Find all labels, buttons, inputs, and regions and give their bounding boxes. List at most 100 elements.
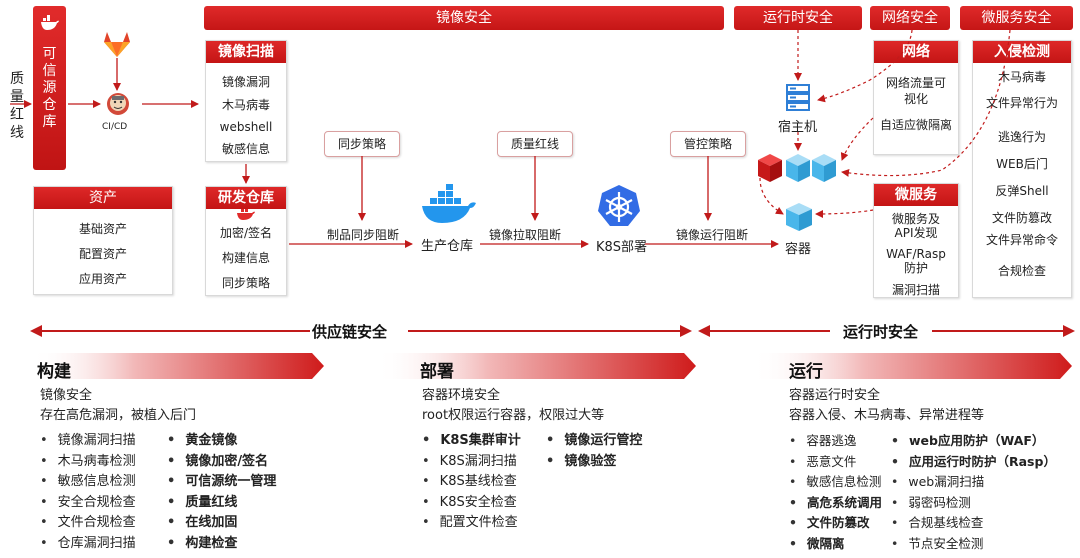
- intrusion-item: 文件异常行为: [985, 96, 1058, 110]
- dashed-network-to-cubes: [840, 117, 874, 161]
- stage-line2: 容器入侵、木马病毒、异常进程等: [789, 408, 985, 423]
- section-image-security: 镜像安全: [204, 6, 724, 30]
- cicd-label: CI/CD: [102, 122, 128, 132]
- list-item: 质量红线: [167, 493, 276, 514]
- host-label: 宿主机: [778, 120, 818, 135]
- list-item: 合规基线检查: [891, 513, 1056, 534]
- list-item: 容器逃逸: [789, 431, 882, 452]
- list-item: web应用防护（WAF）: [891, 431, 1056, 452]
- image-scan-item: 木马病毒: [221, 98, 270, 112]
- list-item: K8S安全检查: [422, 493, 521, 514]
- intrusion-title: 入侵检测: [973, 41, 1071, 63]
- stage-list: 镜像运行管控 镜像验签: [546, 431, 642, 472]
- list-item: 配置文件检查: [422, 513, 521, 534]
- intrusion-panel: 入侵检测 木马病毒 文件异常行为 逃逸行为 WEB后门 反弹Shell 文件防篡…: [972, 40, 1072, 298]
- dev-repo-panel: 研发仓库 加密/签名 构建信息 同步策略: [205, 186, 287, 296]
- network-title: 网络: [874, 41, 958, 63]
- intrusion-item: 合规检查: [997, 264, 1046, 278]
- list-item: 黄金镜像: [167, 431, 276, 452]
- stage-line2: root权限运行容器，权限过大等: [422, 408, 605, 423]
- stage-list: web应用防护（WAF） 应用运行时防护（Rasp） web漏洞扫描 弱密码检测…: [891, 431, 1056, 554]
- list-item: K8S漏洞扫描: [422, 452, 521, 473]
- container-icon: [785, 202, 813, 232]
- stage-line1: 容器运行时安全: [789, 388, 881, 403]
- assets-panel: 资产 基础资产 配置资产 应用资产: [33, 186, 173, 295]
- stage-bars: [32, 353, 1072, 379]
- trusted-repo-label: 可信源仓库: [42, 46, 57, 130]
- microservice-item: WAF/Rasp防护: [886, 247, 946, 275]
- list-item: 镜像运行管控: [546, 431, 642, 452]
- network-item: 自适应微隔离: [879, 118, 952, 132]
- microservice-item: 漏洞扫描: [891, 283, 940, 297]
- network-item: 网络流量可视化: [886, 76, 947, 106]
- microservice-item: 微服务及API发现: [891, 212, 940, 240]
- stage-title: 部署: [420, 362, 454, 382]
- list-item: 镜像漏洞扫描: [40, 431, 136, 452]
- quality-redline-label: 质量红线: [10, 71, 24, 141]
- stage-line1: 镜像安全: [40, 388, 93, 403]
- span-arrows: [30, 325, 1075, 337]
- intrusion-item: 木马病毒: [997, 70, 1046, 84]
- stage-list: 黄金镜像 镜像加密/签名 可信源统一管理 质量红线 在线加固 构建检查: [167, 431, 276, 554]
- network-panel: 网络 网络流量可视化 自适应微隔离: [873, 40, 959, 155]
- microservice-panel: 微服务 微服务及API发现 WAF/Rasp防护 漏洞扫描: [873, 183, 959, 298]
- artifact-block-label: 制品同步阻断: [327, 228, 400, 242]
- server-icon: [785, 84, 811, 112]
- dev-repo-item: 构建信息: [221, 251, 270, 265]
- dashed-micro-to-container: [815, 209, 874, 218]
- stage-line1: 容器环境安全: [422, 388, 501, 403]
- dashed-intrusion-to-cubes: [841, 29, 1011, 177]
- run-block-label: 镜像运行阻断: [676, 228, 749, 242]
- stage-list: 镜像漏洞扫描 木马病毒检测 敏感信息检测 安全合规检查 文件合规检查 仓库漏洞扫…: [40, 431, 136, 554]
- list-item: web漏洞扫描: [891, 472, 1056, 493]
- k8s-deploy-label: K8S部署: [596, 240, 648, 255]
- list-item: 文件合规检查: [40, 513, 136, 534]
- dashed-network-to-host: [817, 29, 913, 103]
- dev-repo-title: 研发仓库: [206, 187, 286, 209]
- image-scan-item: webshell: [219, 120, 273, 134]
- container-label: 容器: [785, 242, 812, 257]
- section-network-security: 网络安全: [870, 6, 950, 30]
- intrusion-item: 逃逸行为: [997, 130, 1046, 144]
- intrusion-item: 反弹Shell: [995, 184, 1049, 198]
- list-item: 木马病毒检测: [40, 452, 136, 473]
- list-item: 恶意文件: [789, 452, 882, 473]
- dashed-cubes-to-container: [759, 177, 784, 215]
- supply-chain-label: 供应链安全: [312, 323, 388, 341]
- image-scan-title: 镜像扫描: [206, 41, 286, 63]
- list-item: 敏感信息检测: [40, 472, 136, 493]
- section-runtime-security: 运行时安全: [734, 6, 862, 30]
- list-item: 镜像加密/签名: [167, 452, 276, 473]
- intrusion-item: 文件防篡改: [991, 211, 1052, 225]
- image-scan-item: 敏感信息: [221, 142, 270, 156]
- list-item: 安全合规检查: [40, 493, 136, 514]
- jenkins-icon: [106, 92, 130, 116]
- list-item: 文件防篡改: [789, 513, 882, 534]
- assets-item: 配置资产: [78, 247, 127, 261]
- list-item: 应用运行时防护（Rasp）: [891, 452, 1056, 473]
- containers-cluster-icon: [757, 152, 839, 186]
- image-scan-panel: 镜像扫描 镜像漏洞 木马病毒 webshell 敏感信息: [205, 40, 287, 162]
- stage-title: 构建: [37, 362, 71, 382]
- stage-list: 容器逃逸 恶意文件 敏感信息检测 高危系统调用 文件防篡改 微隔离: [789, 431, 882, 554]
- list-item: 在线加固: [167, 513, 276, 534]
- list-item: 节点安全检测: [891, 534, 1056, 555]
- kubernetes-icon: [597, 184, 641, 228]
- docker-icon: [40, 15, 60, 33]
- section-microservice-security: 微服务安全: [960, 6, 1073, 30]
- list-item: 高危系统调用: [789, 493, 882, 514]
- docker-icon: [236, 206, 256, 220]
- list-item: 构建检查: [167, 534, 276, 555]
- intrusion-item: 文件异常命令: [985, 233, 1058, 247]
- image-scan-item: 镜像漏洞: [221, 75, 270, 89]
- list-item: 仓库漏洞扫描: [40, 534, 136, 555]
- docker-whale-icon: [420, 184, 478, 226]
- intrusion-item: WEB后门: [996, 157, 1048, 171]
- stage-list: K8S集群审计 K8S漏洞扫描 K8S基线检查 K8S安全检查 配置文件检查: [422, 431, 521, 534]
- runtime-span-label: 运行时安全: [843, 323, 919, 341]
- dev-repo-item: 同步策略: [221, 276, 270, 290]
- list-item: 敏感信息检测: [789, 472, 882, 493]
- assets-item: 基础资产: [78, 222, 127, 236]
- quality-redline-box: 质量红线: [497, 131, 573, 157]
- microservice-title: 微服务: [874, 184, 958, 206]
